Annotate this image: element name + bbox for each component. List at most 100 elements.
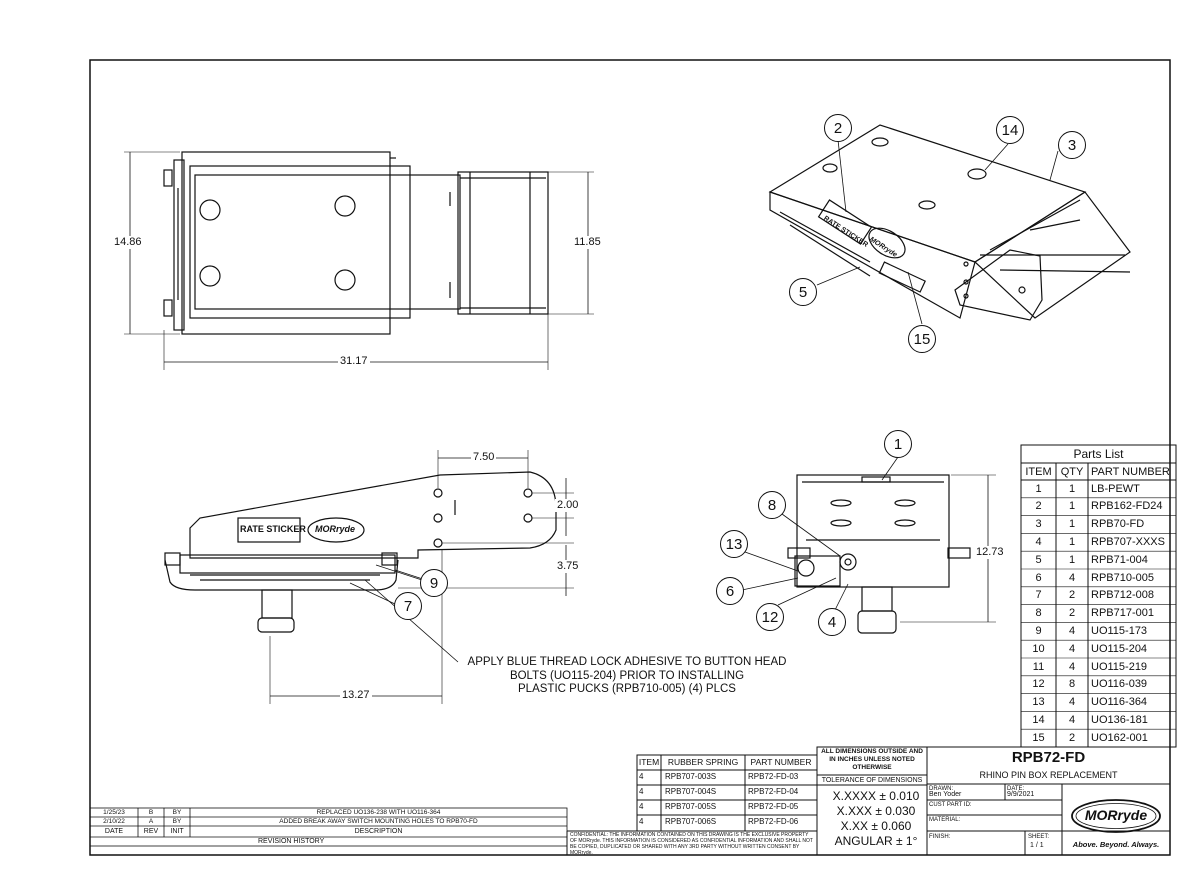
parts-list-header-part-number: PART NUMBER: [1091, 466, 1170, 478]
parts-list-cell: 4: [1068, 660, 1076, 673]
dim-end-height: 12.73: [974, 546, 1006, 559]
spring-table-cell: RPB707-006S: [665, 817, 717, 826]
rev-header-description: DESCRIPTION: [354, 828, 403, 835]
spring-table-cell: RPB707-005S: [665, 802, 717, 811]
balloon-3: 3: [1058, 131, 1086, 159]
parts-list-cell: 1: [1068, 482, 1076, 495]
side-rate-sticker-label: RATE STICKER: [240, 524, 306, 534]
parts-list-cell: 8: [1035, 607, 1042, 620]
balloon-13: 13: [720, 530, 748, 558]
drawing-part-number: RPB72-FD: [1011, 749, 1086, 766]
assembly-note: APPLY BLUE THREAD LOCK ADHESIVE TO BUTTO…: [462, 656, 792, 697]
parts-list-cell: RPB71-004: [1091, 553, 1148, 566]
parts-list-header-item: ITEM: [1025, 466, 1052, 478]
title-block-tagline: Above. Beyond. Always.: [1072, 840, 1160, 849]
revision-cell: B: [148, 809, 154, 816]
revision-cell: REPLACED UO136-238 WITH UO116-364: [316, 809, 441, 816]
parts-list-cell: 7: [1035, 589, 1042, 602]
parts-list-cell: UO116-039: [1091, 678, 1148, 691]
confidential-notice: CONFIDENTIAL: THE INFORMATION CONTAINED …: [570, 832, 813, 856]
parts-list-cell: 4: [1068, 696, 1076, 709]
parts-list-cell: RPB710-005: [1091, 571, 1154, 584]
spring-table-cell: RPB707-003S: [665, 772, 717, 781]
parts-list-cell: RPB162-FD24: [1091, 500, 1163, 513]
parts-list-cell: 11: [1032, 660, 1045, 673]
spring-table-cell: RPB72-FD-03: [748, 772, 799, 781]
drawing-date: 9/9/2021: [1007, 791, 1035, 798]
revision-history-title: REVISION HISTORY: [258, 838, 325, 845]
title-block-grid: [566, 746, 1171, 856]
parts-list-cell: UO136-181: [1091, 713, 1148, 726]
balloon-9: 9: [420, 569, 448, 597]
parts-list-cell: 1: [1068, 500, 1076, 513]
drawn-by: Ben Yoder: [929, 791, 962, 798]
spring-header-rubber: RUBBER SPRING: [667, 757, 739, 767]
parts-list-cell: 14: [1032, 713, 1045, 726]
note-line-1: APPLY BLUE THREAD LOCK ADHESIVE TO BUTTO…: [467, 656, 787, 668]
revision-cell: BY: [172, 809, 182, 816]
parts-list-cell: 12: [1032, 678, 1045, 691]
rev-header-rev: REV: [143, 828, 159, 835]
sheet-label: SHEET:: [1028, 834, 1050, 840]
balloon-12: 12: [756, 603, 784, 631]
spring-table-cell: RPB72-FD-05: [748, 802, 799, 811]
balloon-7: 7: [394, 592, 422, 620]
balloon-6: 6: [716, 577, 744, 605]
tolerance-3-place: X.XXX ± 0.030: [836, 804, 916, 818]
revision-cell: BY: [172, 818, 182, 825]
parts-list-cell: RPB707-XXXS: [1091, 535, 1165, 548]
sheet-number: 1 / 1: [1030, 842, 1044, 849]
date-label: DATE:: [1007, 786, 1025, 792]
parts-list-cell: 5: [1035, 553, 1042, 566]
title-block-logo: MORryde: [1084, 807, 1148, 823]
tolerance-subheader: TOLERANCE OF DIMENSIONS: [821, 777, 923, 784]
spring-header-part: PART NUMBER: [750, 757, 812, 767]
parts-list-cell: 4: [1068, 642, 1076, 655]
parts-list-cell: 9: [1035, 624, 1042, 637]
parts-list-cell: 4: [1068, 571, 1076, 584]
material-label: MATERIAL:: [929, 817, 961, 823]
parts-list-cell: 4: [1068, 713, 1076, 726]
parts-list-cell: 1: [1068, 535, 1076, 548]
spring-table-cell: RPB72-FD-04: [748, 787, 799, 796]
parts-list-title: Parts List: [1073, 447, 1124, 461]
parts-list-cell: 4: [1035, 535, 1042, 548]
parts-list-cell: 4: [1068, 624, 1076, 637]
parts-list-row-lines: [1021, 497, 1176, 730]
parts-list-cell: 1: [1035, 482, 1042, 495]
tolerance-angular: ANGULAR ± 1°: [834, 834, 918, 848]
end-view: [741, 456, 996, 634]
dim-top-length: 31.17: [338, 355, 370, 368]
spring-table-cell: RPB72-FD-06: [748, 817, 799, 826]
finish-label: FINISH:: [929, 834, 951, 840]
balloon-1: 1: [884, 430, 912, 458]
parts-list-cell: UO115-173: [1091, 624, 1148, 637]
drawn-label: DRAWN:: [929, 786, 954, 792]
parts-list-cell: UO116-364: [1091, 696, 1148, 709]
dim-side-drop: 3.75: [555, 560, 581, 573]
spring-table-cell: 4: [639, 772, 644, 781]
balloon-14: 14: [996, 116, 1024, 144]
parts-list-cell: 3: [1035, 518, 1042, 531]
revision-cell: ADDED BREAK AWAY SWITCH MOUNTING HOLES T…: [279, 818, 478, 825]
spring-table-cell: 4: [639, 817, 644, 826]
dim-top-inner-height: 11.85: [572, 236, 603, 249]
parts-list-cell: RPB717-001: [1091, 607, 1154, 620]
revision-grid: [89, 807, 568, 847]
isometric-view: [768, 124, 1131, 325]
balloon-4: 4: [818, 608, 846, 636]
parts-list-cell: RPB70-FD: [1091, 518, 1145, 531]
side-logo: MORryde: [315, 524, 356, 534]
parts-list-cell: 15: [1032, 731, 1045, 744]
sheet-border: [89, 59, 1171, 856]
dim-side-pin-offset: 13.27: [340, 689, 372, 702]
parts-list-cell: 2: [1068, 607, 1076, 620]
revision-cell: A: [148, 818, 154, 825]
parts-list-header-qty: QTY: [1060, 466, 1084, 478]
revision-cell: 2/10/22: [103, 818, 125, 825]
rev-header-init: INIT: [170, 828, 184, 835]
parts-list-cell: UO115-219: [1091, 660, 1148, 673]
spring-table-cell: 4: [639, 787, 644, 796]
parts-list-cell: 2: [1068, 731, 1076, 744]
tolerance-header: ALL DIMENSIONS OUTSIDE AND IN INCHES UNL…: [821, 748, 923, 771]
